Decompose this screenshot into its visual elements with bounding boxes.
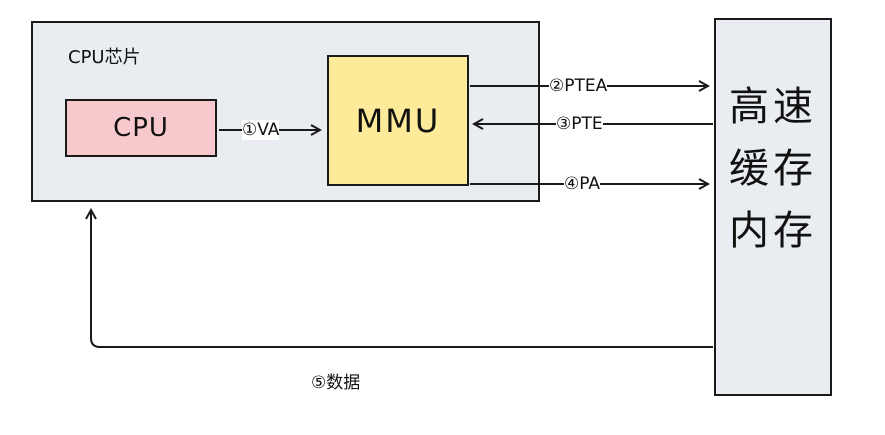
- edge-label-pte: ③PTE: [556, 114, 603, 134]
- mmu-node: MMU: [327, 55, 469, 186]
- cache-memory-node: 高速 缓存 内存: [714, 18, 832, 396]
- cpu-node: CPU: [65, 99, 217, 157]
- edge-label-ptea: ②PTEA: [549, 76, 608, 96]
- edge-label-data: ⑤数据: [311, 368, 361, 393]
- edge-label-pa: ④PA: [564, 174, 601, 194]
- cache-label-line-2: 缓存: [729, 146, 817, 192]
- chip-title: CPU芯片: [68, 47, 141, 68]
- edge-data: [91, 210, 713, 348]
- edge-label-va: ①VA: [242, 120, 280, 140]
- cpu-label: CPU: [113, 113, 169, 143]
- mmu-label: MMU: [355, 101, 441, 140]
- cache-label-line-1: 高速: [729, 84, 817, 130]
- cache-label-line-3: 内存: [729, 208, 817, 254]
